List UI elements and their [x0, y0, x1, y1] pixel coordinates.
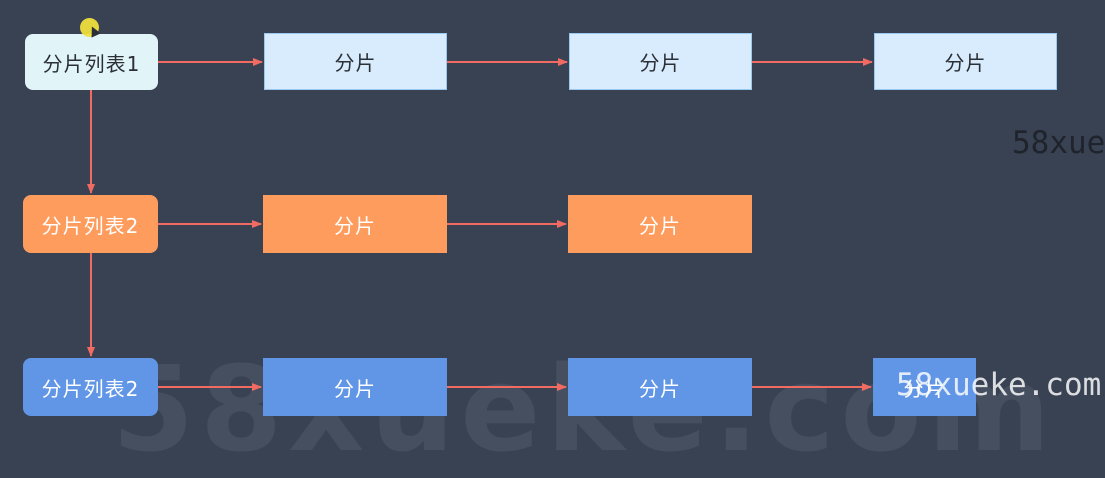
- list-head-2-label: 分片列表2: [41, 213, 140, 238]
- shard-label: 分片: [334, 51, 377, 75]
- shard-r2-1[interactable]: 分片: [263, 195, 447, 253]
- shard-label: 分片: [639, 213, 681, 238]
- shard-label: 分片: [639, 51, 682, 75]
- cursor-highlight-icon: [80, 18, 99, 37]
- shard-label: 分片: [944, 51, 987, 75]
- list-head-1[interactable]: 分片列表1: [25, 34, 158, 90]
- shard-r1-1[interactable]: 分片: [264, 33, 447, 90]
- list-head-3-label: 分片列表2: [41, 376, 140, 401]
- watermark-overlay-text: 58xueke.com: [896, 367, 1102, 403]
- shard-label: 分片: [903, 376, 946, 401]
- shard-r3-1[interactable]: 分片: [263, 358, 447, 416]
- shard-r2-2[interactable]: 分片: [568, 195, 752, 253]
- shard-label: 分片: [334, 213, 376, 238]
- shard-r3-3[interactable]: 分片: [873, 358, 976, 416]
- watermark-side-text: 58xue: [1012, 125, 1105, 161]
- shard-r3-2[interactable]: 分片: [568, 358, 752, 416]
- shard-r1-3[interactable]: 分片: [874, 33, 1057, 90]
- list-head-2[interactable]: 分片列表2: [23, 195, 158, 253]
- shard-label: 分片: [334, 376, 376, 401]
- shard-r1-2[interactable]: 分片: [569, 33, 752, 90]
- list-head-3[interactable]: 分片列表2: [23, 358, 158, 416]
- shard-label: 分片: [639, 376, 681, 401]
- list-head-1-label: 分片列表1: [42, 51, 141, 76]
